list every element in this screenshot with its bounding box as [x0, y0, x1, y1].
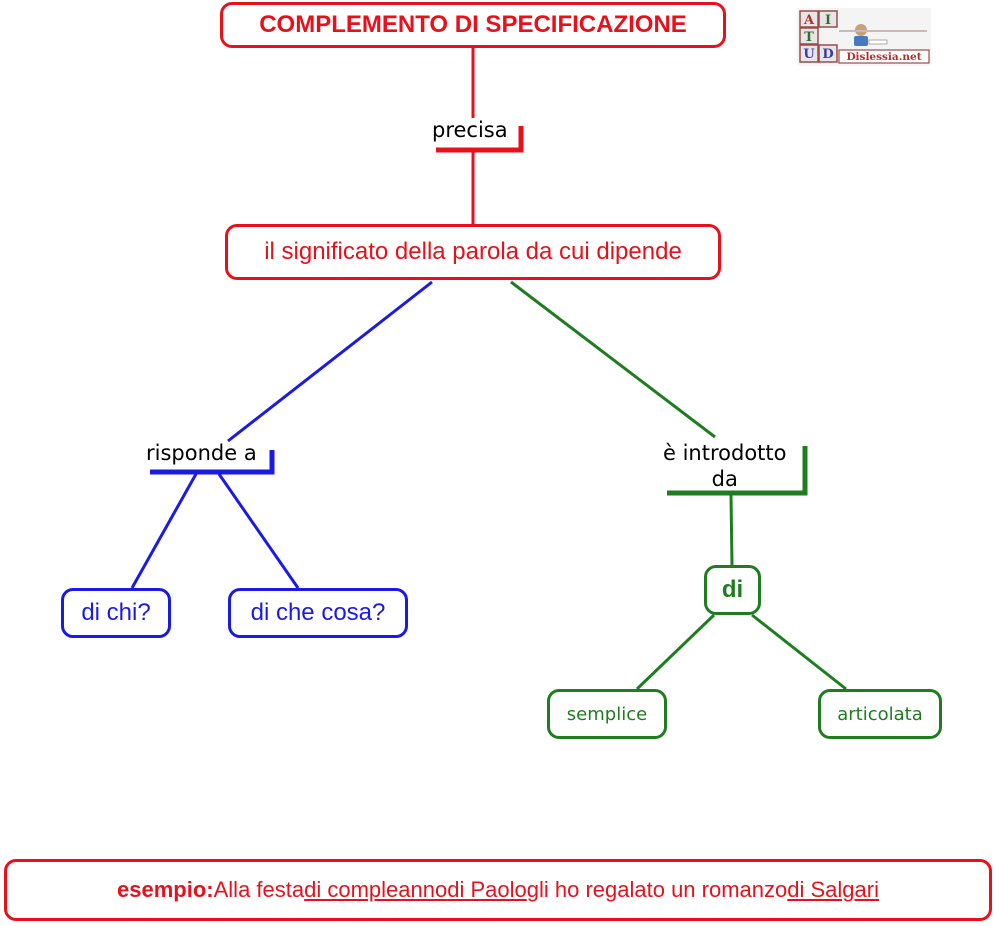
example-underlined: di Salgari [787, 877, 879, 902]
risponde-bracket [150, 450, 275, 475]
type-node-semplice: semplice [547, 689, 667, 739]
introdotto-bracket [667, 446, 808, 496]
question-node-di-che-cosa: di che cosa? [228, 588, 408, 638]
connector-risponde-q1 [130, 473, 198, 589]
link-label-introdotto-da: è introdotto da [663, 440, 787, 492]
example-text: gli ho regalato un romanzo [526, 877, 788, 902]
connector-meaning-risponde [227, 280, 433, 443]
link-label-precisa: precisa [432, 118, 508, 142]
type-node-articolata: articolata [818, 689, 942, 739]
link-label-introdotto-line1: è introdotto [663, 441, 787, 465]
logo-tile: D [822, 47, 833, 62]
connector-di-articolata [751, 613, 847, 691]
connector-introdotto-di [729, 494, 734, 566]
connector-risponde-q2 [217, 473, 300, 589]
example-lead: esempio: [117, 877, 214, 902]
preposition-node-di: di [704, 565, 761, 615]
example-underlined: di compleanno [304, 877, 448, 902]
logo-tile: A [803, 13, 815, 28]
example-underlined: di Paolo [447, 877, 527, 902]
logo-tile: T [804, 30, 814, 45]
connector-di-semplice [635, 613, 716, 691]
meaning-node: il significato della parola da cui dipen… [225, 224, 721, 280]
title-node: COMPLEMENTO DI SPECIFICAZIONE [220, 2, 726, 48]
dislessia-logo: A I T U D Dislessia.net [797, 8, 931, 66]
logo-tile: U [803, 47, 815, 62]
logo-tile: I [825, 13, 831, 28]
logo-site-name: Dislessia.net [846, 51, 921, 63]
connector-meaning-introdotto [510, 280, 716, 439]
example-box: esempio: Alla festa di compleanno di Pao… [4, 859, 992, 921]
question-node-di-chi: di chi? [61, 588, 171, 638]
link-label-introdotto-line2: da [711, 467, 738, 491]
link-label-risponde-a: risponde a [146, 441, 257, 465]
precisa-bracket [436, 126, 524, 153]
example-text: Alla festa [213, 877, 305, 902]
